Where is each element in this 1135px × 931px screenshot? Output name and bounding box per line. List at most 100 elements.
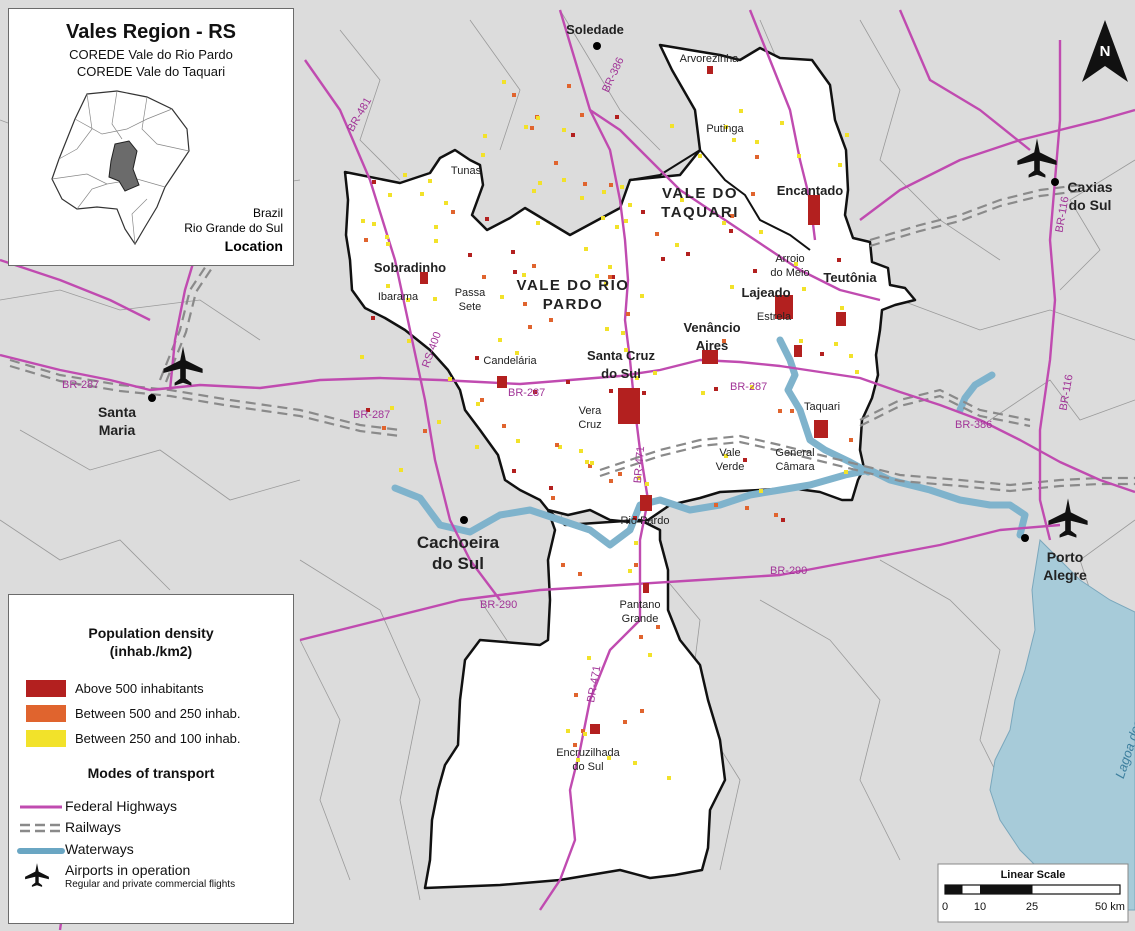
town-label: Estrela bbox=[757, 311, 792, 323]
town-label: Rio Pardo bbox=[621, 515, 670, 527]
density-cell bbox=[759, 230, 763, 234]
density-cell bbox=[532, 189, 536, 193]
city-label-encantado: Encantado bbox=[777, 183, 844, 198]
density-cell bbox=[580, 196, 584, 200]
city-label-lajeado: Lajeado bbox=[741, 285, 790, 300]
road-label: BR-287 bbox=[62, 379, 99, 391]
density-cell bbox=[820, 352, 824, 356]
legend-box: Population density (inhab./km2) Above 50… bbox=[8, 594, 294, 924]
city-label-porto-alegre: Porto bbox=[1047, 549, 1084, 565]
density-cell bbox=[512, 469, 516, 473]
density-cell bbox=[615, 225, 619, 229]
density-cell bbox=[759, 489, 763, 493]
density-cell bbox=[849, 354, 853, 358]
density-cell bbox=[516, 439, 520, 443]
city-label-santa-maria: Maria bbox=[99, 422, 136, 438]
density-cell bbox=[407, 339, 411, 343]
density-cell bbox=[743, 458, 747, 462]
road-label: BR-287 bbox=[353, 409, 390, 421]
density-title: (inhab./km2) bbox=[109, 643, 193, 659]
density-cell bbox=[637, 476, 641, 480]
density-cell bbox=[794, 345, 802, 357]
density-cell bbox=[524, 125, 528, 129]
scale-tick: 50 km bbox=[1095, 901, 1125, 913]
density-cell bbox=[732, 138, 736, 142]
density-cell bbox=[538, 181, 542, 185]
density-cell bbox=[588, 464, 592, 468]
density-cell bbox=[475, 445, 479, 449]
city-label-caxias: Caxias bbox=[1067, 179, 1112, 195]
scale-tick: 25 bbox=[1026, 901, 1038, 913]
location-country: Brazil bbox=[252, 206, 283, 220]
airports bbox=[163, 138, 1088, 538]
density-cell bbox=[609, 479, 613, 483]
density-cell bbox=[753, 269, 757, 273]
state-inset-map bbox=[51, 90, 190, 246]
density-cell bbox=[530, 126, 534, 130]
density-cell bbox=[549, 486, 553, 490]
density-cell bbox=[635, 376, 639, 380]
density-cell bbox=[608, 265, 612, 269]
density-label-high: Above 500 inhabitants bbox=[75, 681, 204, 696]
town-label: Vale bbox=[719, 447, 740, 459]
town-label: Taquari bbox=[804, 401, 840, 413]
north-label: N bbox=[1100, 43, 1111, 60]
road-label: BR-287 bbox=[730, 381, 767, 393]
density-cell bbox=[551, 496, 555, 500]
density-cell bbox=[626, 312, 630, 316]
density-cell bbox=[642, 391, 646, 395]
density-cell bbox=[750, 385, 754, 389]
density-cell bbox=[774, 513, 778, 517]
railway-label: Railways bbox=[65, 819, 122, 835]
density-cell bbox=[386, 242, 390, 246]
density-cell bbox=[360, 355, 364, 359]
density-cells bbox=[360, 66, 859, 780]
density-cell bbox=[523, 302, 527, 306]
location-title: Vales Region - RS bbox=[65, 21, 237, 43]
north-arrow: N bbox=[1082, 20, 1128, 82]
region-label-rio-pardo: VALE DO RIO bbox=[517, 277, 630, 294]
scale-tick: 0 bbox=[942, 901, 948, 913]
density-cell bbox=[609, 389, 613, 393]
density-cell bbox=[656, 625, 660, 629]
scale-title: Linear Scale bbox=[1001, 869, 1066, 881]
density-cell bbox=[481, 153, 485, 157]
region-label-taquari: VALE DO bbox=[662, 185, 738, 202]
location-heading: Location bbox=[224, 238, 283, 254]
density-cell bbox=[382, 426, 386, 430]
location-box: Vales Region - RS COREDE Vale do Rio Par… bbox=[8, 8, 294, 266]
density-cell bbox=[620, 185, 624, 189]
density-cell bbox=[533, 390, 537, 394]
city-label-cachoeira: Cachoeira bbox=[417, 533, 500, 552]
scale-tick: 10 bbox=[974, 901, 986, 913]
density-cell bbox=[361, 219, 365, 223]
density-cell bbox=[670, 124, 674, 128]
location-subtitle: COREDE Vale do Rio Pardo bbox=[69, 47, 233, 62]
density-cell bbox=[482, 275, 486, 279]
density-cell bbox=[653, 371, 657, 375]
city-label-caxias: do Sul bbox=[1069, 197, 1112, 213]
region-label-rio-pardo: PARDO bbox=[543, 296, 604, 313]
density-cell bbox=[745, 506, 749, 510]
region-divider bbox=[629, 148, 811, 251]
density-cell bbox=[403, 173, 407, 177]
road-label: BR-471 bbox=[632, 446, 647, 484]
city-label-venancio-aires: Venâncio bbox=[683, 320, 740, 335]
density-cell bbox=[561, 563, 565, 567]
density-cell bbox=[680, 198, 684, 202]
density-cell bbox=[444, 201, 448, 205]
density-cell bbox=[580, 113, 584, 117]
density-cell bbox=[628, 569, 632, 573]
density-cell bbox=[567, 84, 571, 88]
density-cell bbox=[751, 192, 755, 196]
density-cell bbox=[698, 154, 702, 158]
density-cell bbox=[364, 238, 368, 242]
density-cell bbox=[502, 424, 506, 428]
city-label-cachoeira: do Sul bbox=[432, 554, 484, 573]
density-cell bbox=[566, 380, 570, 384]
density-cell bbox=[844, 470, 848, 474]
density-cell bbox=[633, 761, 637, 765]
density-cell bbox=[386, 284, 390, 288]
lagoa-dos-patos bbox=[989, 538, 1135, 911]
density-cell bbox=[522, 273, 526, 277]
